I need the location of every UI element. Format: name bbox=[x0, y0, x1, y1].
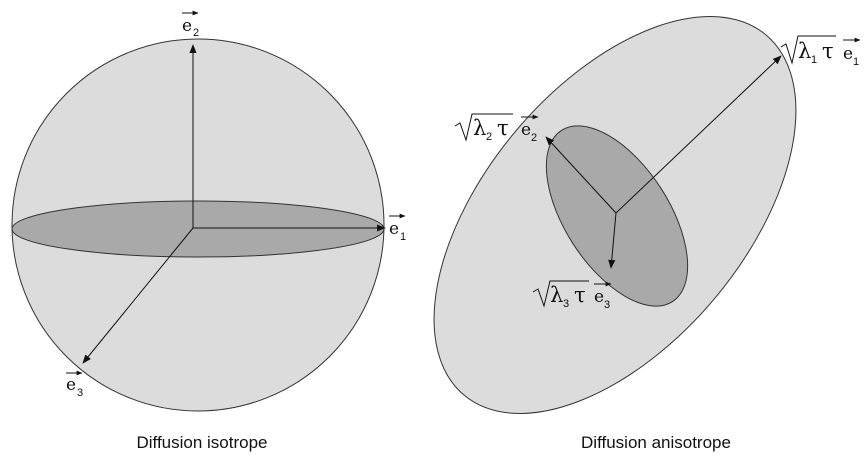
equatorial-disk bbox=[12, 201, 384, 257]
label-lambda3-base: e bbox=[594, 287, 604, 307]
label-lambda2-sub: 2 bbox=[486, 131, 492, 143]
caption-anisotrope: Diffusion anisotrope bbox=[581, 433, 731, 452]
label-lambda1: λ 1 τ e 1 bbox=[781, 36, 860, 68]
label-lambda2-vec-sub: 2 bbox=[531, 132, 537, 144]
label-e2-base: e bbox=[182, 16, 192, 36]
label-lambda2-letter: λ bbox=[473, 116, 486, 140]
label-lambda2: λ 2 τ e 2 bbox=[455, 114, 538, 144]
label-lambda1-base: e bbox=[843, 44, 853, 64]
label-lambda1-sub: 1 bbox=[811, 54, 817, 66]
label-e2: e 2 bbox=[182, 13, 199, 39]
caption-isotrope: Diffusion isotrope bbox=[136, 433, 267, 452]
label-lambda1-vec-sub: 1 bbox=[853, 56, 859, 68]
label-lambda1-tau: τ bbox=[822, 39, 834, 63]
label-lambda3-letter: λ bbox=[550, 283, 563, 307]
label-e1-sub: 1 bbox=[400, 231, 406, 243]
label-lambda2-tau: τ bbox=[497, 116, 509, 140]
label-e1-base: e bbox=[389, 219, 399, 239]
label-lambda1-letter: λ bbox=[798, 39, 811, 63]
label-e3-sub: 3 bbox=[77, 387, 83, 399]
anisotrope-figure: λ 1 τ e 1 λ 2 τ e 2 λ 3 τ e 3 Diffusion bbox=[364, 0, 865, 458]
label-lambda3-sub: 3 bbox=[563, 298, 569, 310]
label-e3: e 3 bbox=[66, 373, 83, 399]
isotrope-figure: e 2 e 1 e 3 Diffusion isotrope bbox=[12, 13, 406, 452]
label-lambda3-vec-sub: 3 bbox=[604, 299, 610, 311]
label-e2-sub: 2 bbox=[193, 27, 199, 39]
label-e1: e 1 bbox=[389, 216, 406, 243]
label-lambda2-base: e bbox=[521, 120, 531, 140]
label-lambda3-tau: τ bbox=[574, 283, 586, 307]
label-e3-base: e bbox=[66, 375, 76, 395]
